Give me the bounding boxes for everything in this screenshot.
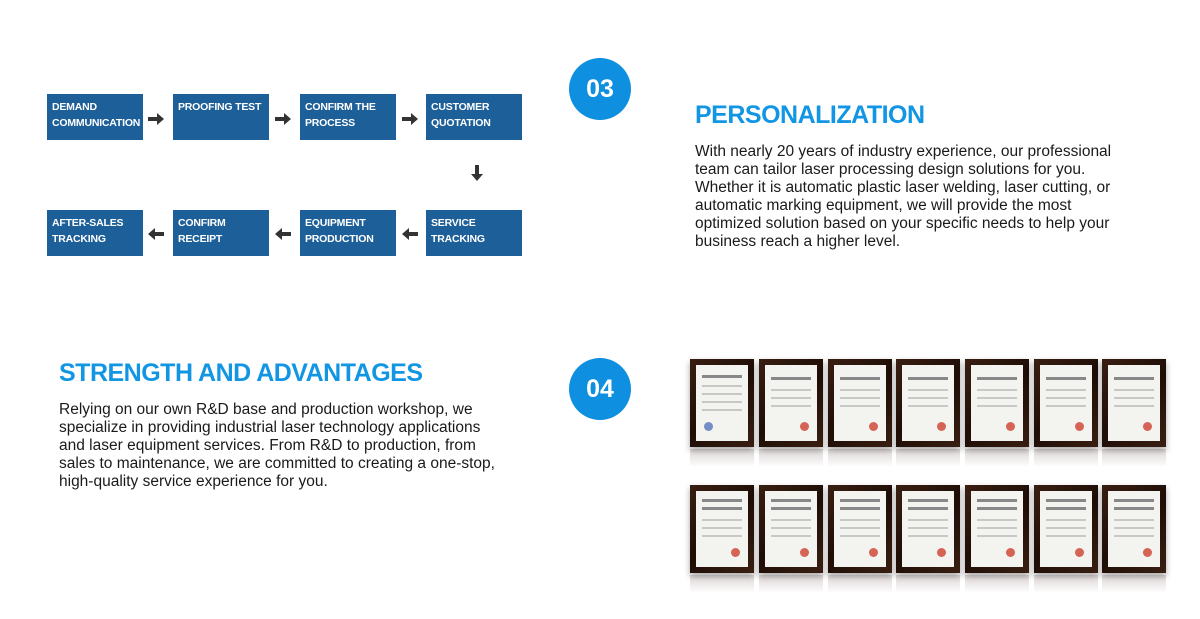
reflection xyxy=(1102,449,1166,467)
certificate-frame xyxy=(896,485,960,573)
process-step-equipment-production: EQUIPMENT PRODUCTION xyxy=(300,210,396,256)
certificate-frame xyxy=(1034,485,1098,573)
process-step-demand-communication: DEMAND COMMUNICATION xyxy=(47,94,143,140)
process-step-service-tracking: SERVICE TRACKING xyxy=(426,210,522,256)
process-step-confirm-process: CONFIRM THE PROCESS xyxy=(300,94,396,140)
section-text-strength: Relying on our own R&D base and producti… xyxy=(59,401,495,490)
certificate-frame xyxy=(1102,359,1166,447)
reflection xyxy=(759,575,823,593)
certificate-frame xyxy=(828,485,892,573)
arrow-right-icon xyxy=(147,110,165,128)
reflection xyxy=(896,575,960,593)
certificate-frame xyxy=(965,485,1029,573)
process-step-label: CONFIRM THE PROCESS xyxy=(305,101,376,129)
process-step-label: EQUIPMENT PRODUCTION xyxy=(305,217,374,245)
section-text-personalization: With nearly 20 years of industry experie… xyxy=(695,143,1112,250)
process-step-label: AFTER-SALES TRACKING xyxy=(52,217,124,245)
certificate-frame xyxy=(896,359,960,447)
reflection xyxy=(896,449,960,467)
section-title-strength: STRENGTH AND ADVANTAGES xyxy=(59,359,423,387)
process-step-after-sales-tracking: AFTER-SALES TRACKING xyxy=(47,210,143,256)
process-step-label: PROOFING TEST xyxy=(178,101,262,113)
process-step-label: SERVICE TRACKING xyxy=(431,217,485,245)
reflection xyxy=(1034,449,1098,467)
certificate-frame xyxy=(1034,359,1098,447)
section-title-personalization: PERSONALIZATION xyxy=(695,101,925,129)
process-step-customer-quotation: CUSTOMER QUOTATION xyxy=(426,94,522,140)
process-step-label: CONFIRM RECEIPT xyxy=(178,217,226,245)
arrow-left-icon xyxy=(147,225,165,243)
arrow-left-icon xyxy=(274,225,292,243)
section-number-04: 04 xyxy=(569,358,631,420)
process-step-confirm-receipt: CONFIRM RECEIPT xyxy=(173,210,269,256)
arrow-right-icon xyxy=(274,110,292,128)
section-number-03: 03 xyxy=(569,58,631,120)
reflection xyxy=(1102,575,1166,593)
process-step-label: CUSTOMER QUOTATION xyxy=(431,101,491,129)
reflection xyxy=(690,575,754,593)
certificate-frame xyxy=(1102,485,1166,573)
arrow-down-icon xyxy=(468,164,486,182)
reflection xyxy=(759,449,823,467)
certificate-frame xyxy=(759,359,823,447)
process-step-proofing-test: PROOFING TEST xyxy=(173,94,269,140)
process-step-label: DEMAND COMMUNICATION xyxy=(52,101,141,129)
certificate-frame xyxy=(690,359,754,447)
certificate-frame xyxy=(759,485,823,573)
arrow-left-icon xyxy=(401,225,419,243)
certificate-frame xyxy=(965,359,1029,447)
reflection xyxy=(690,449,754,467)
reflection xyxy=(1034,575,1098,593)
certificate-frame xyxy=(828,359,892,447)
reflection xyxy=(965,575,1029,593)
reflection xyxy=(828,575,892,593)
reflection xyxy=(828,449,892,467)
certificate-frame xyxy=(690,485,754,573)
arrow-right-icon xyxy=(401,110,419,128)
reflection xyxy=(965,449,1029,467)
